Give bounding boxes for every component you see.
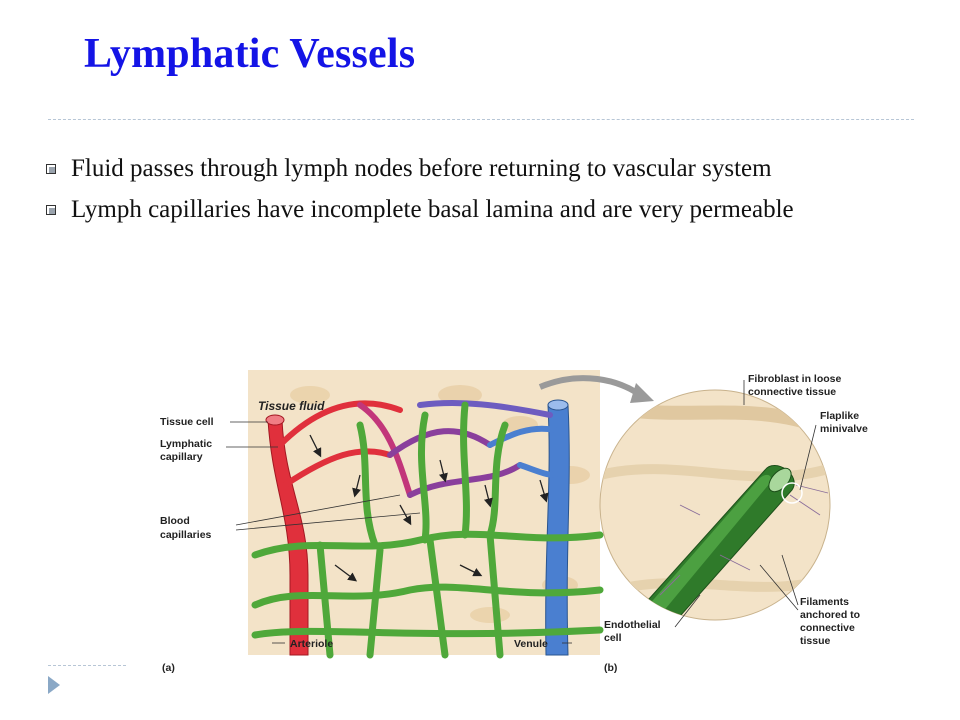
label-flaplike-1: Flaplike (820, 410, 859, 422)
bullet-square-icon (46, 205, 56, 215)
lymphatic-figure: Tissue fluid Tissue cell Lymphatic capil… (160, 365, 910, 680)
panel-a-illustration (248, 370, 654, 659)
label-filaments-1: Filaments (800, 596, 849, 608)
label-filaments-2: anchored to (800, 609, 860, 621)
bullet-item: Lymph capillaries have incomplete basal … (44, 194, 904, 225)
label-panel-b: (b) (604, 662, 617, 674)
label-endothelial-2: cell (604, 632, 622, 644)
label-endothelial-1: Endothelial (604, 619, 661, 631)
label-venule: Venule (514, 638, 548, 650)
label-fibroblast-1: Fibroblast in loose (748, 373, 842, 385)
label-blood-2: capillaries (160, 529, 212, 541)
label-tissue-fluid: Tissue fluid (258, 399, 325, 413)
slide-nav-arrow-icon[interactable] (48, 676, 60, 694)
label-filaments-3: connective (800, 622, 855, 634)
label-lymphatic-2: capillary (160, 451, 203, 463)
label-lymphatic-1: Lymphatic (160, 438, 212, 450)
bullet-item: Fluid passes through lymph nodes before … (44, 153, 904, 184)
slide-title: Lymphatic Vessels (84, 31, 416, 77)
title-divider (48, 119, 914, 120)
label-blood-1: Blood (160, 515, 190, 527)
label-arteriole: Arteriole (290, 638, 333, 650)
bullet-text: Fluid passes through lymph nodes before … (71, 155, 772, 182)
bullet-list: Fluid passes through lymph nodes before … (44, 153, 904, 235)
label-flaplike-2: minivalve (820, 423, 868, 435)
label-tissue-cell: Tissue cell (160, 416, 214, 428)
label-filaments-4: tissue (800, 635, 831, 647)
label-fibroblast-2: connective tissue (748, 386, 836, 398)
label-panel-a: (a) (162, 662, 175, 674)
footer-divider (48, 665, 126, 666)
bullet-text: Lymph capillaries have incomplete basal … (71, 196, 794, 223)
bullet-square-icon (46, 164, 56, 174)
